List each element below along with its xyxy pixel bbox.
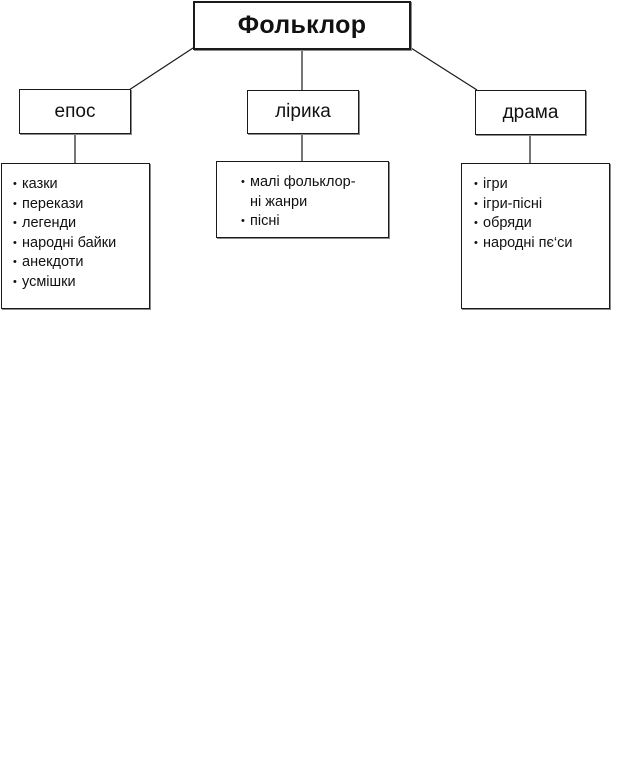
genre-item: легенди (13, 214, 149, 234)
genre-item: народні пє‘си (474, 234, 609, 254)
root-node-folklore: Фольклор (193, 1, 411, 50)
category-label-liryka: лірика (275, 101, 331, 122)
genre-item: ігри-пісні (474, 195, 609, 215)
genre-item: обряди (474, 214, 609, 234)
genre-list-liryka: малі фольклор- ні жанри пісні (216, 161, 389, 238)
connector-root-drama (410, 47, 478, 91)
genre-list-epos: казки перекази легенди народні байки ане… (1, 163, 150, 309)
category-node-liryka: лірика (247, 90, 359, 134)
genre-item: малі фольклор- ні жанри (241, 173, 388, 212)
category-node-drama: драма (475, 90, 586, 135)
genre-item: пісні (241, 212, 388, 232)
genre-item: ігри (474, 175, 609, 195)
genre-list-drama: ігри ігри-пісні обряди народні пє‘си (461, 163, 610, 309)
genre-item: народні байки (13, 234, 149, 254)
category-node-epos: епос (19, 89, 131, 134)
category-label-drama: драма (502, 101, 559, 123)
genre-item: перекази (13, 195, 149, 215)
connector-root-epos (128, 47, 194, 91)
genre-item: казки (13, 175, 149, 195)
genre-item: анекдоти (13, 253, 149, 273)
root-node-label: Фольклор (237, 11, 367, 39)
category-label-epos: епос (54, 100, 96, 122)
genre-item: усмішки (13, 273, 149, 293)
